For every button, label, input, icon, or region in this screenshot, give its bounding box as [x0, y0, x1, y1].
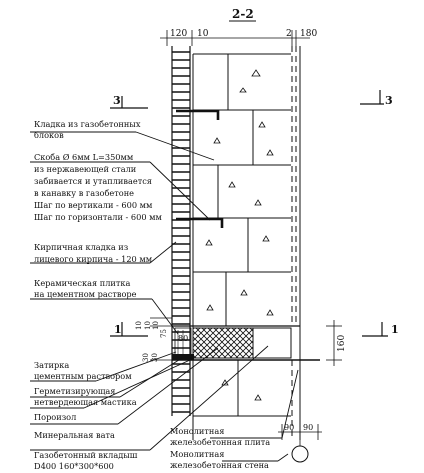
callout-leaders — [30, 131, 269, 451]
section-mark-3-right — [360, 90, 384, 105]
callout-aerated-blocks: Кладка из газобетонных блоков — [34, 119, 143, 140]
section-mark-3-right-label: 3 — [385, 94, 393, 107]
dim-left-30b: 30 — [151, 353, 159, 362]
callout-ceramic-tile: Керамическая плитка на цементном раствор… — [34, 278, 137, 299]
sealant-joint — [172, 354, 194, 360]
dim-top-180: 180 — [300, 29, 317, 39]
right-leaders — [210, 369, 299, 462]
dim-left-10c: 10 — [152, 321, 160, 330]
dim-plate-80: 80 — [178, 334, 188, 343]
right-vertical-dimension — [326, 320, 342, 366]
dim-right-160: 160 — [337, 335, 347, 352]
label-monolithic-slab: Монолитная железобетонная плита — [170, 426, 270, 447]
aerated-concrete-insert — [252, 327, 292, 359]
axis-marker-circle — [291, 445, 309, 463]
callout-mineral-wool: Минеральная вата — [34, 430, 115, 440]
aerated-block-masonry — [192, 53, 291, 330]
callout-grout: Затирка цементным раствором — [34, 360, 132, 381]
label-monolithic-wall: Монолитная железобетонная стена — [170, 449, 269, 470]
callout-steel-bracket: Скоба Ø 6мм L=350мм из нержавеющей стали… — [34, 152, 163, 222]
dim-top-120: 120 — [170, 29, 187, 39]
section-mark-1-left — [110, 322, 148, 337]
dim-bottom-90b: 90 — [303, 423, 313, 432]
bottom-dimension — [278, 424, 322, 440]
dim-left-75: 75 — [160, 329, 168, 338]
top-dimension — [160, 30, 310, 46]
steel-bracket-ties — [176, 109, 224, 228]
section-title: 2-2 — [232, 7, 254, 21]
block-aggregate-marks — [205, 69, 274, 401]
callout-brick-facing: Кирпичная кладка из лицевого кирпича - 1… — [34, 242, 153, 264]
dim-left-30a: 30 — [142, 353, 150, 362]
dim-left-10a: 10 — [135, 321, 143, 330]
dim-bottom-90a: 90 — [284, 423, 294, 432]
section-mark-3-left — [110, 96, 148, 109]
dim-top-2: 2 — [286, 29, 292, 39]
dim-left-10b: 10 — [144, 321, 152, 330]
mineral-wool-insert — [192, 327, 254, 359]
section-mark-1-left-label: 1 — [114, 323, 122, 336]
callout-sealant: Герметизирующая нетвердеющая мастика — [34, 386, 137, 407]
callout-porozol: Пороизол — [34, 412, 76, 422]
dim-top-10: 10 — [197, 29, 209, 39]
lower-wall — [192, 360, 291, 440]
section-mark-1-right — [362, 322, 388, 337]
monolithic-wall-outline — [291, 46, 297, 440]
section-mark-1-right-label: 1 — [391, 323, 399, 336]
section-mark-3-left-label: 3 — [113, 94, 121, 107]
callout-aerated-insert: Газобетонный вкладыш D400 160*300*600 — [34, 450, 140, 471]
